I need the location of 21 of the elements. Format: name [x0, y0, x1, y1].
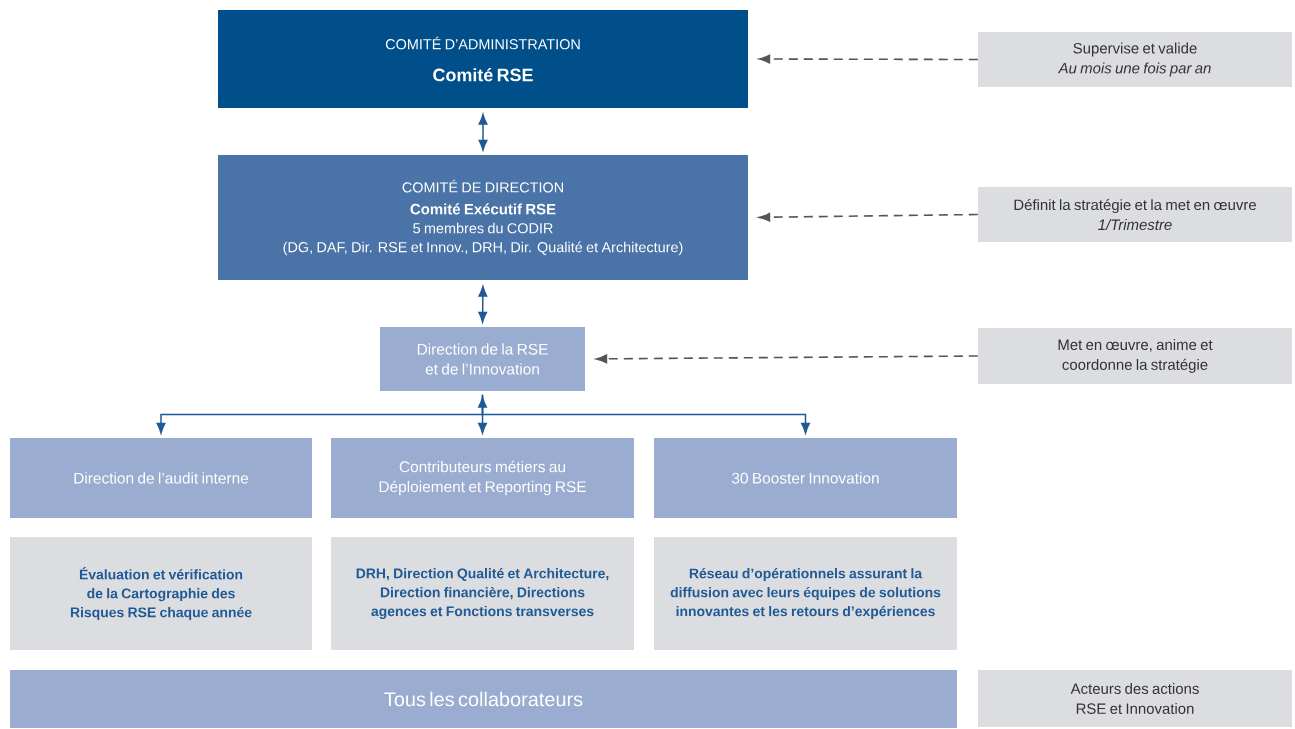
department-box: Direction de la RSE et de l’Innovation [380, 327, 585, 391]
note-box: Définit la stratégie et la met en œuvre 1/Trimestre [978, 187, 1292, 242]
arrow [481, 393, 810, 434]
department-box: Direction de l’audit interne [10, 438, 312, 518]
arrow [595, 354, 979, 364]
note-box: Met en œuvre, anime et coordonne la stratégie [978, 328, 1292, 384]
note-box: Acteurs des actions RSE et Innovation [978, 670, 1292, 727]
department-box: Contributeurs métiers au Déploiement et Reporting RSE [331, 438, 634, 518]
description-box: Réseau d’opérationnels assurant la diffusion avec leurs équipes de solutions innovantes et les retours d’expériences [654, 537, 957, 650]
committee-box: COMITÉ DE DIRECTION Comité Exécutif RSE 5 membres du CODIR (DG, DAF, Dir. RSE et Innov., DRH, Dir. Qualité et Architecture) [218, 155, 748, 280]
arrow [758, 54, 979, 64]
staff-band: Tous les collaborateurs [10, 670, 957, 728]
arrow [478, 396, 487, 434]
committee-box: COMITÉ D’ADMINISTRATION Comité RSE [218, 10, 748, 108]
description-box: Évaluation et vérification de la Cartographie des Risques RSE chaque année [10, 537, 312, 650]
note-box: Supervise et valide Au mois une fois par an [978, 32, 1292, 87]
department-box: 30 Booster Innovation [654, 438, 957, 518]
arrow [478, 285, 488, 323]
description-box: DRH, Direction Qualité et Architecture, Direction financière, Directions agences et Fonctions transverses [331, 537, 634, 650]
arrow [478, 113, 488, 151]
arrow [758, 212, 979, 222]
